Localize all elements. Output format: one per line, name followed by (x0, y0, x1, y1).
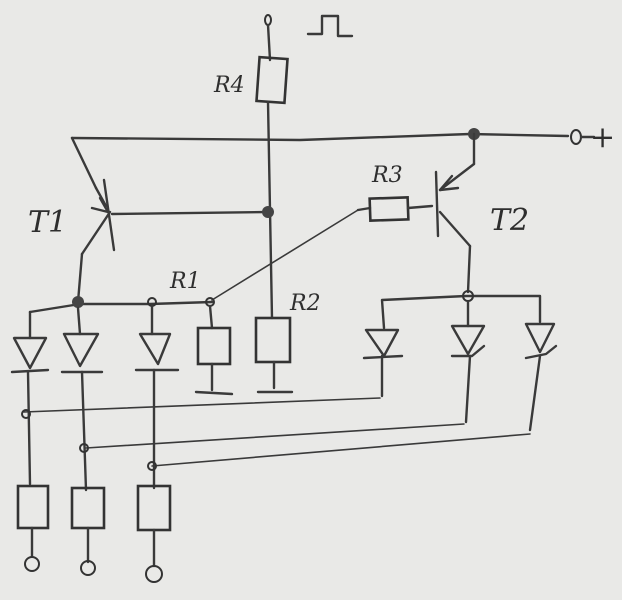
resistor-r1 (196, 326, 232, 366)
wire-r1 (208, 304, 214, 330)
diode-left-1 (10, 310, 50, 374)
wire-r3-t2 (406, 204, 434, 210)
thyristor-right-2 (450, 300, 486, 424)
wire-t1-base (110, 210, 270, 216)
label-t1: T1 (28, 205, 67, 240)
wire-r3-left (356, 206, 372, 212)
wire-cross-2 (85, 423, 465, 449)
label-r1: R1 (169, 269, 201, 294)
junction-left-1 (72, 296, 84, 308)
resistor-out-2 (70, 486, 106, 530)
resistor-out-3 (136, 484, 172, 532)
wire-drop-1 (26, 370, 32, 486)
junction-drop-1 (21, 409, 31, 419)
wire-input-r4 (266, 23, 272, 62)
label-r2: R2 (289, 291, 321, 316)
diode-right-1 (362, 328, 404, 398)
bus-right (380, 294, 542, 330)
output-terminal-2 (80, 560, 96, 576)
diode-left-2 (60, 306, 104, 374)
ground-r1 (194, 390, 234, 396)
transistor-t2 (434, 132, 476, 248)
label-r4: R4 (213, 73, 245, 98)
junction-drop-3 (147, 461, 157, 471)
junction-drop-2 (79, 443, 89, 453)
label-r3: R3 (371, 163, 403, 188)
pulse-symbol (306, 14, 354, 38)
plus-terminal (570, 129, 582, 145)
wire-cross-3 (151, 433, 531, 467)
label-t2: T2 (490, 203, 529, 238)
output-terminal-3 (145, 565, 163, 583)
wire-cross-1 (23, 397, 381, 413)
thyristor-right-3 (524, 322, 558, 432)
input-terminal (264, 14, 272, 26)
resistor-r4 (255, 55, 289, 105)
diode-left-3 (134, 304, 180, 372)
resistor-out-1 (16, 484, 50, 530)
wire-drop-2 (80, 370, 88, 492)
resistor-r2 (254, 316, 292, 364)
wire-r1-r3 (211, 209, 359, 301)
transistor-t1 (70, 136, 116, 256)
wire-t1-emitter (76, 252, 84, 304)
wire-t2-collector (466, 244, 472, 294)
resistor-r3 (368, 195, 410, 223)
output-terminal-1 (24, 556, 40, 572)
bus-left (28, 300, 214, 314)
junction-t1-base (262, 206, 274, 218)
label-plus: + (590, 120, 615, 155)
supply-rail (70, 132, 570, 142)
